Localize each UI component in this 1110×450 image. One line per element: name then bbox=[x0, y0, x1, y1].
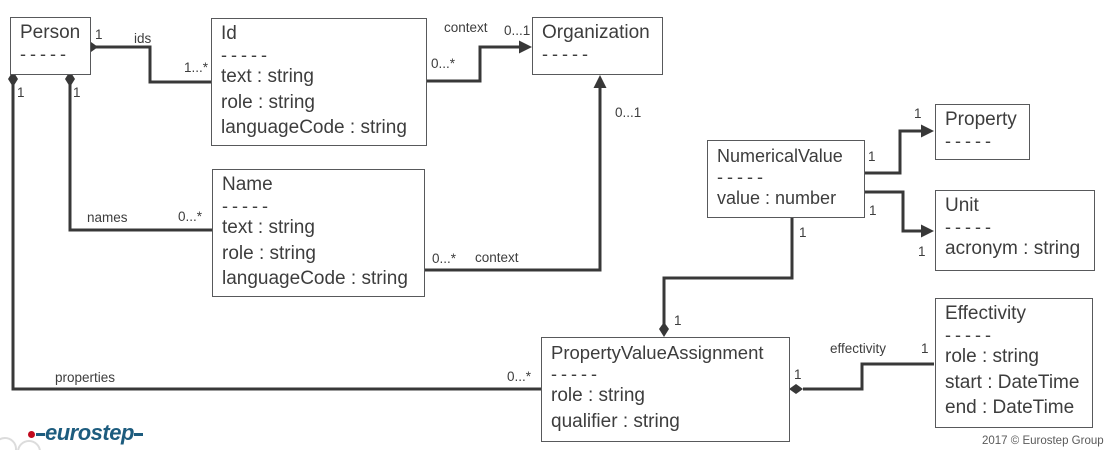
association-numericalvalue-property bbox=[864, 124, 934, 175]
attribute-divider: ----- bbox=[221, 45, 271, 65]
multiplicity-label: 1 bbox=[914, 106, 922, 121]
multiplicity-label: 1 bbox=[868, 149, 876, 164]
association-numericalvalue-pva bbox=[659, 217, 794, 337]
attribute-divider: ----- bbox=[945, 131, 995, 151]
class-title: Person bbox=[20, 22, 81, 43]
class-box-property: Property ----- bbox=[935, 104, 1030, 160]
class-box-organization: Organization ----- bbox=[532, 17, 663, 75]
class-box-numericalvalue: NumericalValue ----- value : number bbox=[707, 140, 865, 218]
association-id-context bbox=[427, 40, 532, 83]
multiplicity-label: 1...* bbox=[184, 60, 209, 75]
association-role-label: properties bbox=[55, 370, 116, 385]
association-role-label: context bbox=[475, 250, 519, 265]
multiplicity-label: 0...1 bbox=[615, 105, 642, 120]
class-attribute: text : string bbox=[222, 217, 315, 238]
multiplicity-label: 1 bbox=[918, 244, 926, 259]
multiplicity-label: 1 bbox=[921, 341, 929, 356]
class-attribute: value : number bbox=[717, 188, 837, 208]
class-title: Property bbox=[945, 109, 1017, 130]
class-title: Name bbox=[222, 174, 273, 195]
logo-dash-icon bbox=[133, 432, 143, 437]
watermark-circle-icon bbox=[0, 437, 17, 450]
class-title: PropertyValueAssignment bbox=[551, 342, 764, 363]
association-name-context bbox=[425, 75, 607, 272]
class-attribute: acronym : string bbox=[945, 238, 1081, 259]
class-attribute: role : string bbox=[945, 346, 1039, 367]
class-attribute: end : DateTime bbox=[945, 397, 1075, 418]
logo-wordmark: eurostep bbox=[45, 420, 134, 445]
class-box-person: Person ----- bbox=[10, 17, 91, 75]
logo-dash-icon bbox=[36, 432, 45, 437]
multiplicity-label: 0...1 bbox=[504, 23, 531, 38]
association-names bbox=[65, 71, 212, 232]
class-title: Effectivity bbox=[945, 303, 1026, 324]
eurostep-logo: eurostep bbox=[28, 422, 143, 447]
class-title: NumericalValue bbox=[717, 146, 843, 166]
attribute-divider: ----- bbox=[222, 196, 272, 216]
multiplicity-label: 0...* bbox=[431, 56, 456, 71]
attribute-divider: ----- bbox=[945, 325, 995, 345]
attribute-divider: ----- bbox=[20, 44, 70, 64]
association-numericalvalue-unit bbox=[864, 190, 934, 238]
logo-dot-icon bbox=[28, 431, 35, 438]
multiplicity-label: 1 bbox=[17, 85, 25, 100]
class-box-propertyvalueassignment: PropertyValueAssignment ----- role : str… bbox=[541, 337, 790, 442]
class-attribute: languageCode : string bbox=[221, 117, 407, 138]
association-properties bbox=[8, 71, 541, 391]
multiplicity-label: 1 bbox=[799, 225, 807, 240]
multiplicity-label: 0...* bbox=[178, 209, 203, 224]
association-role-label: effectivity bbox=[830, 341, 887, 356]
attribute-divider: ----- bbox=[945, 217, 995, 237]
association-role-label: names bbox=[87, 210, 128, 225]
multiplicity-label: 1 bbox=[674, 313, 682, 328]
class-box-name: Name ----- text : string role : string l… bbox=[212, 169, 425, 297]
class-attribute: role : string bbox=[222, 242, 316, 264]
multiplicity-label: 1 bbox=[869, 203, 877, 218]
class-title: Organization bbox=[542, 22, 650, 43]
class-box-id: Id ----- text : string role : string lan… bbox=[211, 18, 427, 146]
class-attribute: qualifier : string bbox=[551, 410, 680, 432]
class-attribute: start : DateTime bbox=[945, 371, 1080, 393]
class-box-unit: Unit ----- acronym : string bbox=[935, 190, 1095, 271]
multiplicity-label: 1 bbox=[95, 27, 103, 42]
class-attribute: languageCode : string bbox=[222, 268, 408, 289]
copyright-text: 2017 © Eurostep Group bbox=[982, 435, 1104, 447]
class-box-effectivity: Effectivity ----- role : string start : … bbox=[935, 298, 1093, 428]
attribute-divider: ----- bbox=[551, 364, 601, 384]
class-title: Unit bbox=[945, 195, 979, 216]
class-title: Id bbox=[221, 23, 237, 44]
multiplicity-label: 0...* bbox=[507, 369, 532, 384]
attribute-divider: ----- bbox=[542, 44, 592, 64]
attribute-divider: ----- bbox=[717, 167, 767, 187]
multiplicity-label: 1 bbox=[73, 85, 81, 100]
association-effectivity bbox=[789, 362, 934, 394]
class-attribute: role : string bbox=[551, 385, 645, 406]
class-attribute: text : string bbox=[221, 66, 314, 87]
multiplicity-label: 1 bbox=[794, 367, 802, 382]
class-attribute: role : string bbox=[221, 91, 315, 113]
multiplicity-label: 0...* bbox=[432, 251, 457, 266]
association-role-label: context bbox=[444, 20, 488, 35]
association-role-label: ids bbox=[134, 31, 152, 46]
